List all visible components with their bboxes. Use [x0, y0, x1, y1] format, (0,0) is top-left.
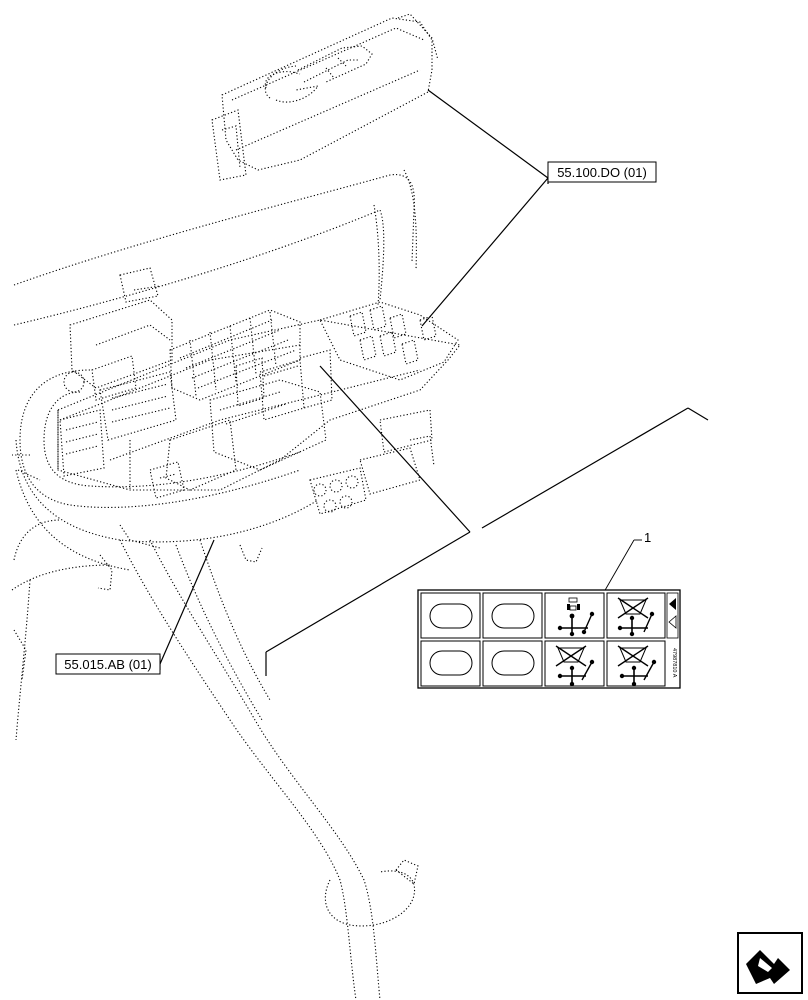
ref-box-lower[interactable]: 55.015.AB (01) — [55, 653, 161, 675]
cab-structure — [11, 169, 419, 1000]
decal-blank-oval — [491, 650, 535, 676]
decal-blank-oval — [429, 650, 473, 676]
fuse-box-cover — [211, 13, 439, 181]
item-number-label: 1 — [644, 530, 651, 545]
joystick-crossed-reverse-icon — [555, 645, 595, 687]
leader-lines — [159, 89, 709, 676]
decal: 47987810 A — [417, 589, 681, 689]
fuse-relay-board — [57, 267, 462, 591]
ref-label-upper: 55.100.DO (01) — [557, 165, 647, 180]
ref-box-upper[interactable]: 55.100.DO (01) — [547, 161, 657, 183]
next-page-arrow-icon[interactable] — [737, 932, 803, 994]
joystick-crossed-icon — [617, 597, 655, 637]
ref-label-lower: 55.015.AB (01) — [64, 657, 151, 672]
decal-side-strip: 47987810 A — [666, 592, 679, 678]
joystick-tractor-icon — [557, 597, 595, 637]
cover-logo — [264, 45, 373, 103]
decal-blank-oval — [491, 603, 535, 629]
decal-blank-oval — [429, 603, 473, 629]
joystick-crossed-reverse-icon — [617, 645, 657, 687]
decal-code: 47987810 A — [671, 648, 677, 678]
